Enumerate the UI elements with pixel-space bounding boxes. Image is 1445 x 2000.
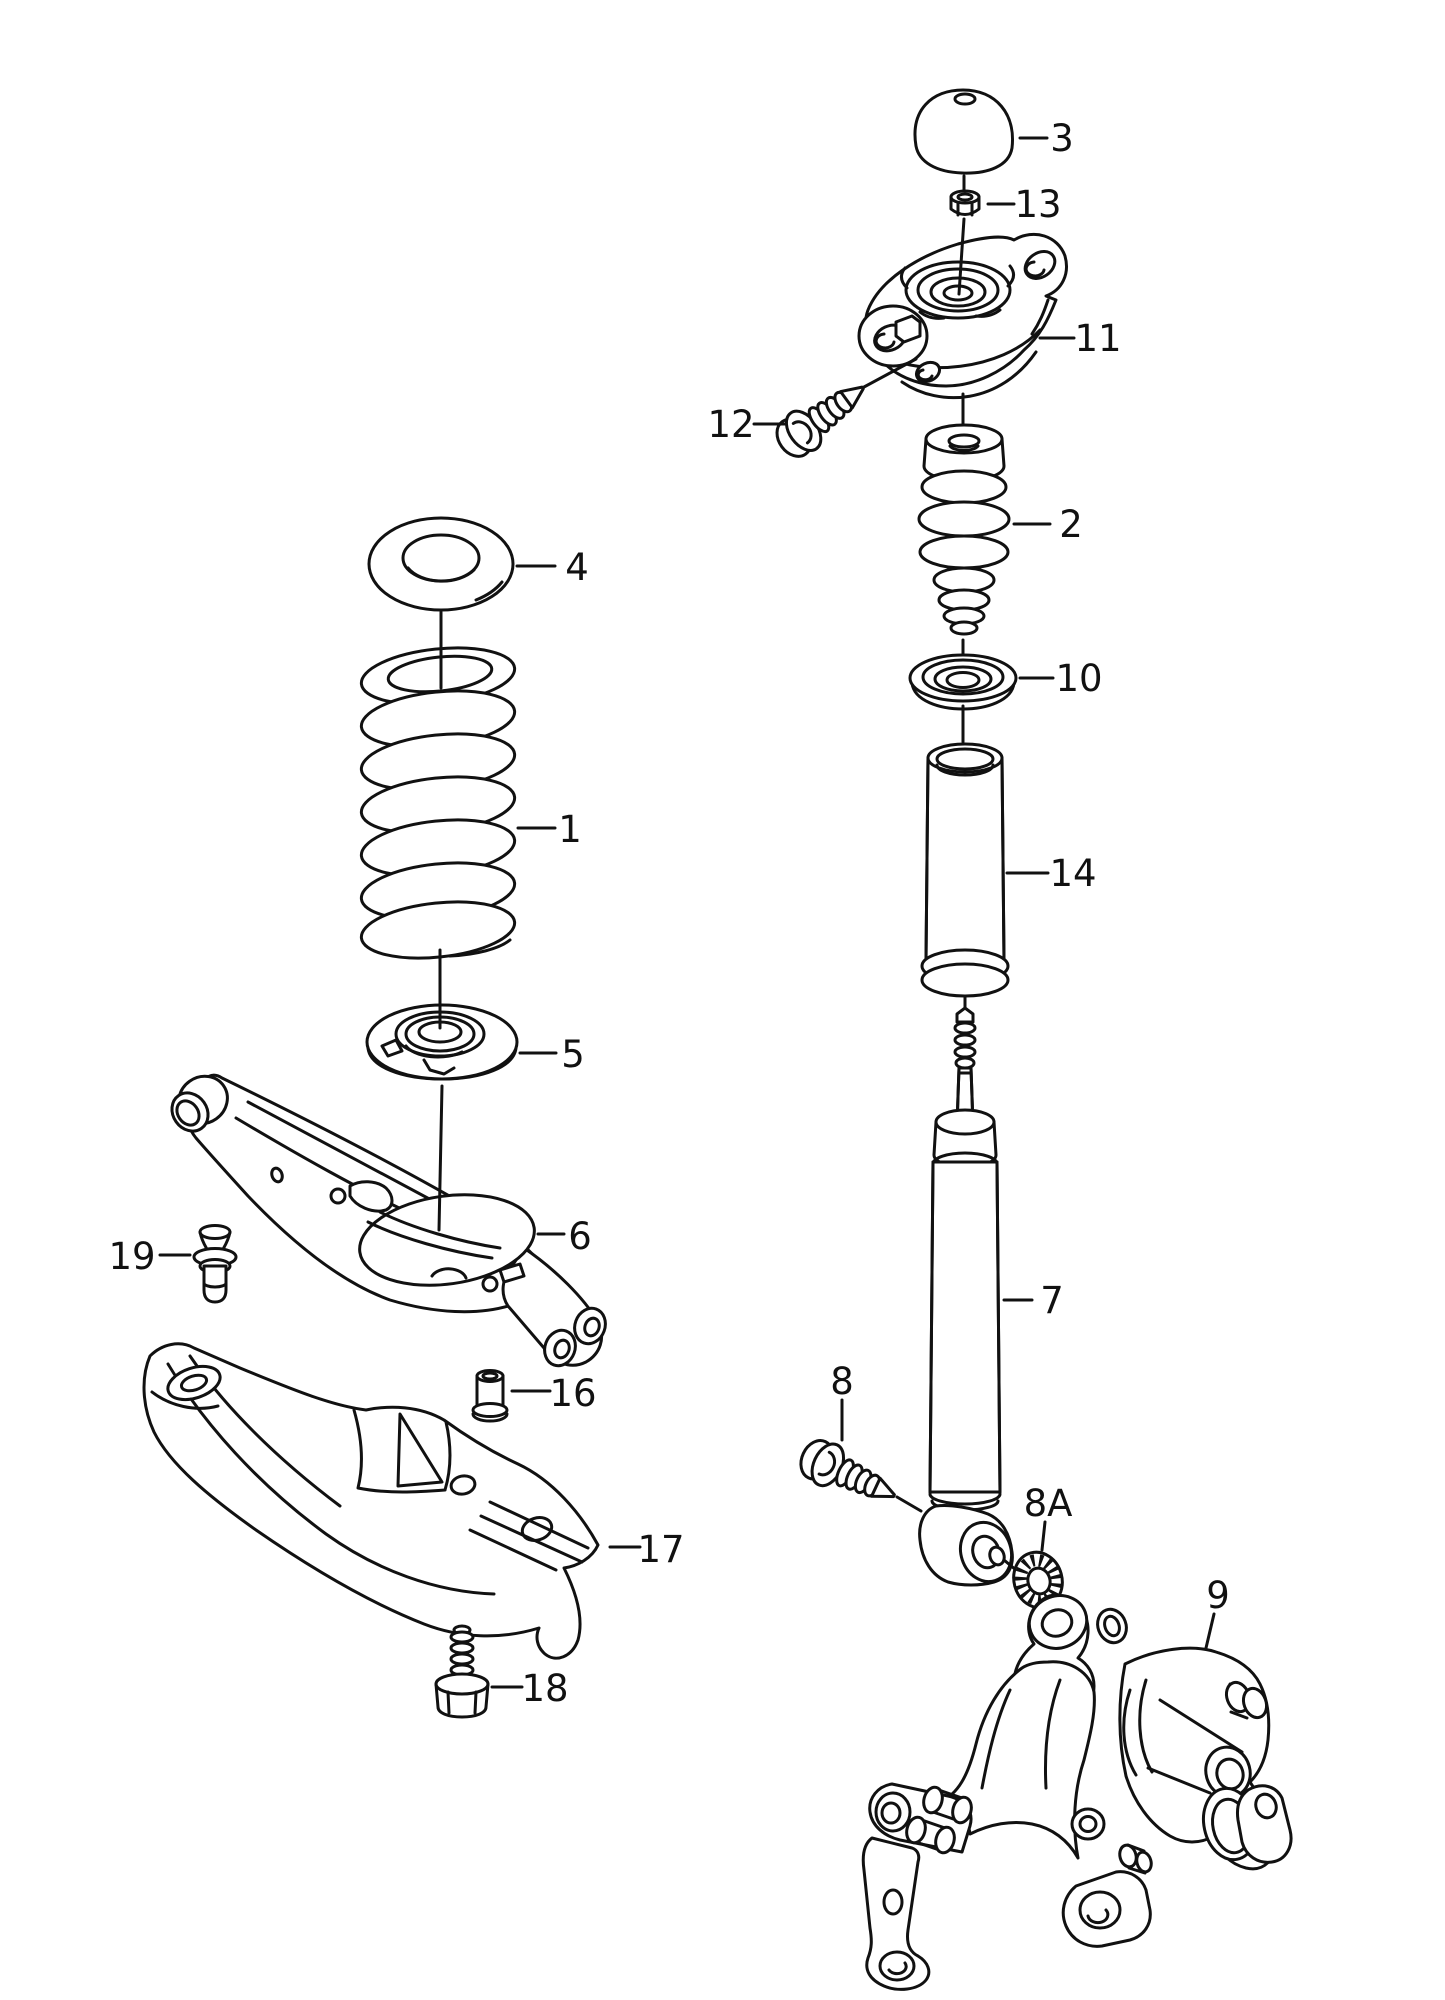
part-upper-seat-washer xyxy=(908,653,1018,711)
callout-2: 2 xyxy=(1059,503,1083,546)
part-bolt-lower xyxy=(792,1431,905,1518)
callout-8A: 8A xyxy=(1024,1482,1073,1525)
callout-9: 9 xyxy=(1206,1574,1230,1617)
part-bump-stop xyxy=(917,423,1011,636)
part-lock-nut xyxy=(949,189,981,217)
axis-line-bolt12 xyxy=(862,357,918,389)
part-bolt-upper xyxy=(767,368,878,466)
leader-lines xyxy=(158,136,1216,1689)
part-upper-spring-pad xyxy=(367,516,515,612)
callout-7: 7 xyxy=(1040,1279,1064,1322)
callout-1: 1 xyxy=(558,808,582,851)
callout-13: 13 xyxy=(1014,183,1061,226)
part-coil-spring xyxy=(359,646,517,960)
part-shock-absorber xyxy=(918,1006,1014,1587)
part-lower-spring-seat xyxy=(365,1003,519,1081)
callout-19: 19 xyxy=(108,1235,155,1278)
part-protective-tube xyxy=(920,742,1010,998)
part-protective-cap xyxy=(913,88,1014,175)
callout-16: 16 xyxy=(549,1372,596,1415)
callout-18: 18 xyxy=(521,1667,568,1710)
callout-12: 12 xyxy=(707,403,754,446)
part-bolt-cover xyxy=(434,1624,490,1719)
callout-10: 10 xyxy=(1055,657,1102,700)
callout-6: 6 xyxy=(568,1215,592,1258)
callout-3: 3 xyxy=(1050,117,1074,160)
axis-line-nut-mount xyxy=(957,217,966,296)
part-wheel-carrier xyxy=(861,1593,1293,1991)
callout-4: 4 xyxy=(565,546,589,589)
callout-8: 8 xyxy=(830,1360,854,1403)
axis-line-seat-arm xyxy=(437,1084,444,1232)
callout-14: 14 xyxy=(1049,852,1096,895)
callout-17: 17 xyxy=(637,1528,684,1571)
callout-5: 5 xyxy=(561,1033,585,1076)
part-buffer-bush xyxy=(471,1369,509,1423)
part-control-arm xyxy=(170,1073,607,1368)
axis-line-bolt8 xyxy=(895,1495,923,1513)
part-push-clip xyxy=(192,1224,238,1304)
part-cover-plate xyxy=(142,1342,600,1660)
callout-11: 11 xyxy=(1074,317,1121,360)
